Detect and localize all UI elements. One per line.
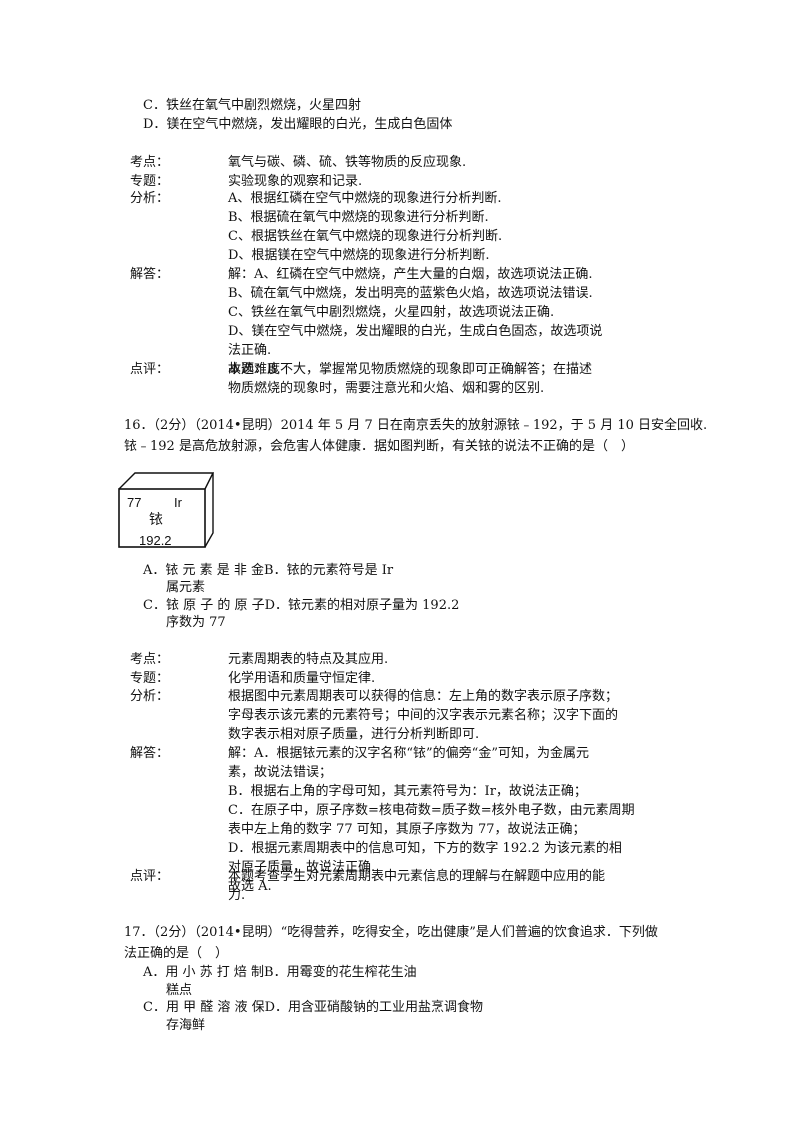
- atomic-number: 77: [127, 495, 142, 510]
- dianping-label: 点评：: [130, 362, 170, 377]
- q17-option-a-cont: 糕点: [166, 983, 193, 998]
- kaodian-label: 考点：: [130, 652, 170, 667]
- element-name: 铱: [149, 512, 163, 528]
- zhuanti-content: 化学用语和质量守恒定律.: [228, 669, 658, 688]
- fenxi-content: 根据图中元素周期表可以获得的信息：左上角的数字表示原子序数； 字母表示该元素的元…: [228, 687, 658, 744]
- zhuanti-line: 化学用语和质量守恒定律.: [228, 671, 376, 686]
- jieda-line: C．在原子中，原子序数=核电荷数=质子数=核外电子数，由元素周期: [228, 803, 635, 818]
- jieda-line: 法正确.: [228, 343, 272, 358]
- jieda-line: 表中左上角的数字 77 可知，其原子序数为 77，故说法正确；: [228, 822, 586, 837]
- fenxi-line: 根据图中元素周期表可以获得的信息：左上角的数字表示原子序数；: [228, 689, 619, 704]
- jieda-line: 故选：B.: [228, 362, 281, 377]
- fenxi-line: 数字表示相对原子质量，进行分析判断即可.: [228, 727, 480, 742]
- q16-option-a-cont: 属元素: [166, 580, 206, 595]
- element-cell-figure: 77 Ir 铱 192.2: [112, 467, 214, 553]
- kaodian-content: 元素周期表的特点及其应用.: [228, 650, 658, 669]
- kaodian-content: 氧气与碳、磷、硫、铁等物质的反应现象.: [228, 153, 658, 172]
- q17-stem-line: 17．（2分）（2014•昆明）“吃得营养，吃得安全，吃出健康”是人们普遍的饮食…: [124, 925, 658, 940]
- jieda-label: 解答：: [130, 267, 170, 282]
- fenxi-label: 分析：: [130, 191, 170, 206]
- zhuanti-content: 实验现象的观察和记录.: [228, 172, 658, 191]
- dianping-label: 点评：: [130, 869, 170, 884]
- fenxi-line: B、根据硫在氧气中燃烧的现象进行分析判断.: [228, 210, 489, 225]
- dianping-line: 物质燃烧的现象时，需要注意光和火焰、烟和雾的区别.: [228, 381, 545, 396]
- jieda-line: B．根据右上角的字母可知，其元素符号为：Ir，故说法正确；: [228, 784, 587, 799]
- fenxi-line: 字母表示该元素的元素符号；中间的汉字表示元素名称；汉字下面的: [228, 708, 619, 723]
- dianping-content: 本题考查学生对元素周期表中元素信息的理解与在解题中应用的能 力.: [228, 867, 658, 905]
- element-symbol: Ir: [174, 495, 182, 510]
- jieda-content: 解：A．根据铱元素的汉字名称“铱”的偏旁“金”可知，为金属元 素，故说法错误； …: [228, 744, 658, 896]
- fenxi-line: A、根据红磷在空气中燃烧的现象进行分析判断.: [228, 191, 502, 206]
- fenxi-line: C、根据铁丝在氧气中燃烧的现象进行分析判断.: [228, 229, 503, 244]
- element-front: 77 Ir 铱 192.2: [119, 489, 205, 548]
- jieda-content: 解：A、红磷在空气中燃烧，产生大量的白烟，故选项说法正确. B、硫在氧气中燃烧，…: [228, 265, 658, 379]
- jieda-line: D．根据元素周期表中的信息可知，下方的数字 192.2 为该元素的相: [228, 841, 622, 856]
- zhuanti-line: 实验现象的观察和记录.: [228, 174, 363, 189]
- q17-option-ab: A．用 小 苏 打 焙 制B．用霉变的花生榨花生油: [143, 965, 417, 980]
- fenxi-label: 分析：: [130, 689, 170, 704]
- jieda-line: 对原子质量，故说法正确.: [228, 860, 376, 875]
- fenxi-content: A、根据红磷在空气中燃烧的现象进行分析判断. B、根据硫在氧气中燃烧的现象进行分…: [228, 189, 658, 265]
- kaodian-line: 氧气与碳、磷、硫、铁等物质的反应现象.: [228, 155, 467, 170]
- jieda-line: B、硫在氧气中燃烧，发出明亮的蓝紫色火焰，故选项说法错误.: [228, 286, 593, 301]
- dianping-content: 本题难度不大，掌握常见物质燃烧的现象即可正确解答；在描述 物质燃烧的现象时，需要…: [228, 360, 658, 398]
- q17-option-cd: C．用 甲 醛 溶 液 保D．用含亚硝酸钠的工业用盐烹调食物: [143, 1000, 484, 1015]
- q17-stem-line: 法正确的是（ ）: [124, 946, 229, 961]
- q16-stem-line: 铱﹣192 是高危放射源，会危害人体健康．据如图判断，有关铱的说法不正确的是（ …: [124, 439, 634, 454]
- q16-option-c-cont: 序数为 77: [166, 615, 226, 630]
- fenxi-line: D、根据镁在空气中燃烧的现象进行分析判断.: [228, 248, 490, 263]
- zhuanti-label: 专题：: [130, 174, 170, 189]
- q16-option-ab: A．铱 元 素 是 非 金B．铱的元素符号是 Ir: [143, 563, 394, 578]
- jieda-line: 解：A、红磷在空气中燃烧，产生大量的白烟，故选项说法正确.: [228, 267, 593, 282]
- q16-stem-line: 16．（2分）（2014•昆明）2014 年 5 月 7 日在南京丢失的放射源铱…: [124, 418, 708, 433]
- jieda-line: 素，故说法错误；: [228, 765, 333, 780]
- q16-option-cd: C．铱 原 子 的 原 子D．铱元素的相对原子量为 192.2: [143, 598, 460, 613]
- element-cell-box: [118, 472, 214, 548]
- dianping-line: 本题难度不大，掌握常见物质燃烧的现象即可正确解答；在描述: [228, 362, 593, 377]
- q15-option-c: C．铁丝在氧气中剧烈燃烧，火星四射: [143, 98, 361, 113]
- zhuanti-label: 专题：: [130, 671, 170, 686]
- kaodian-line: 元素周期表的特点及其应用.: [228, 652, 389, 667]
- kaodian-label: 考点：: [130, 155, 170, 170]
- jieda-line: C、铁丝在氧气中剧烈燃烧，火星四射，故选项说法正确.: [228, 305, 555, 320]
- jieda-line: 故选 A.: [228, 879, 272, 894]
- dianping-line: 本题考查学生对元素周期表中元素信息的理解与在解题中应用的能: [228, 869, 606, 884]
- jieda-label: 解答：: [130, 746, 170, 761]
- jieda-line: 解：A．根据铱元素的汉字名称“铱”的偏旁“金”可知，为金属元: [228, 746, 589, 761]
- dianping-line: 力.: [228, 888, 246, 903]
- atomic-mass: 192.2: [139, 533, 172, 548]
- q17-option-c-cont: 存海鲜: [166, 1018, 206, 1033]
- jieda-line: D、镁在空气中燃烧，发出耀眼的白光，生成白色固态，故选项说: [228, 324, 603, 339]
- q15-option-d: D．镁在空气中燃烧，发出耀眼的白光，生成白色固体: [143, 117, 453, 132]
